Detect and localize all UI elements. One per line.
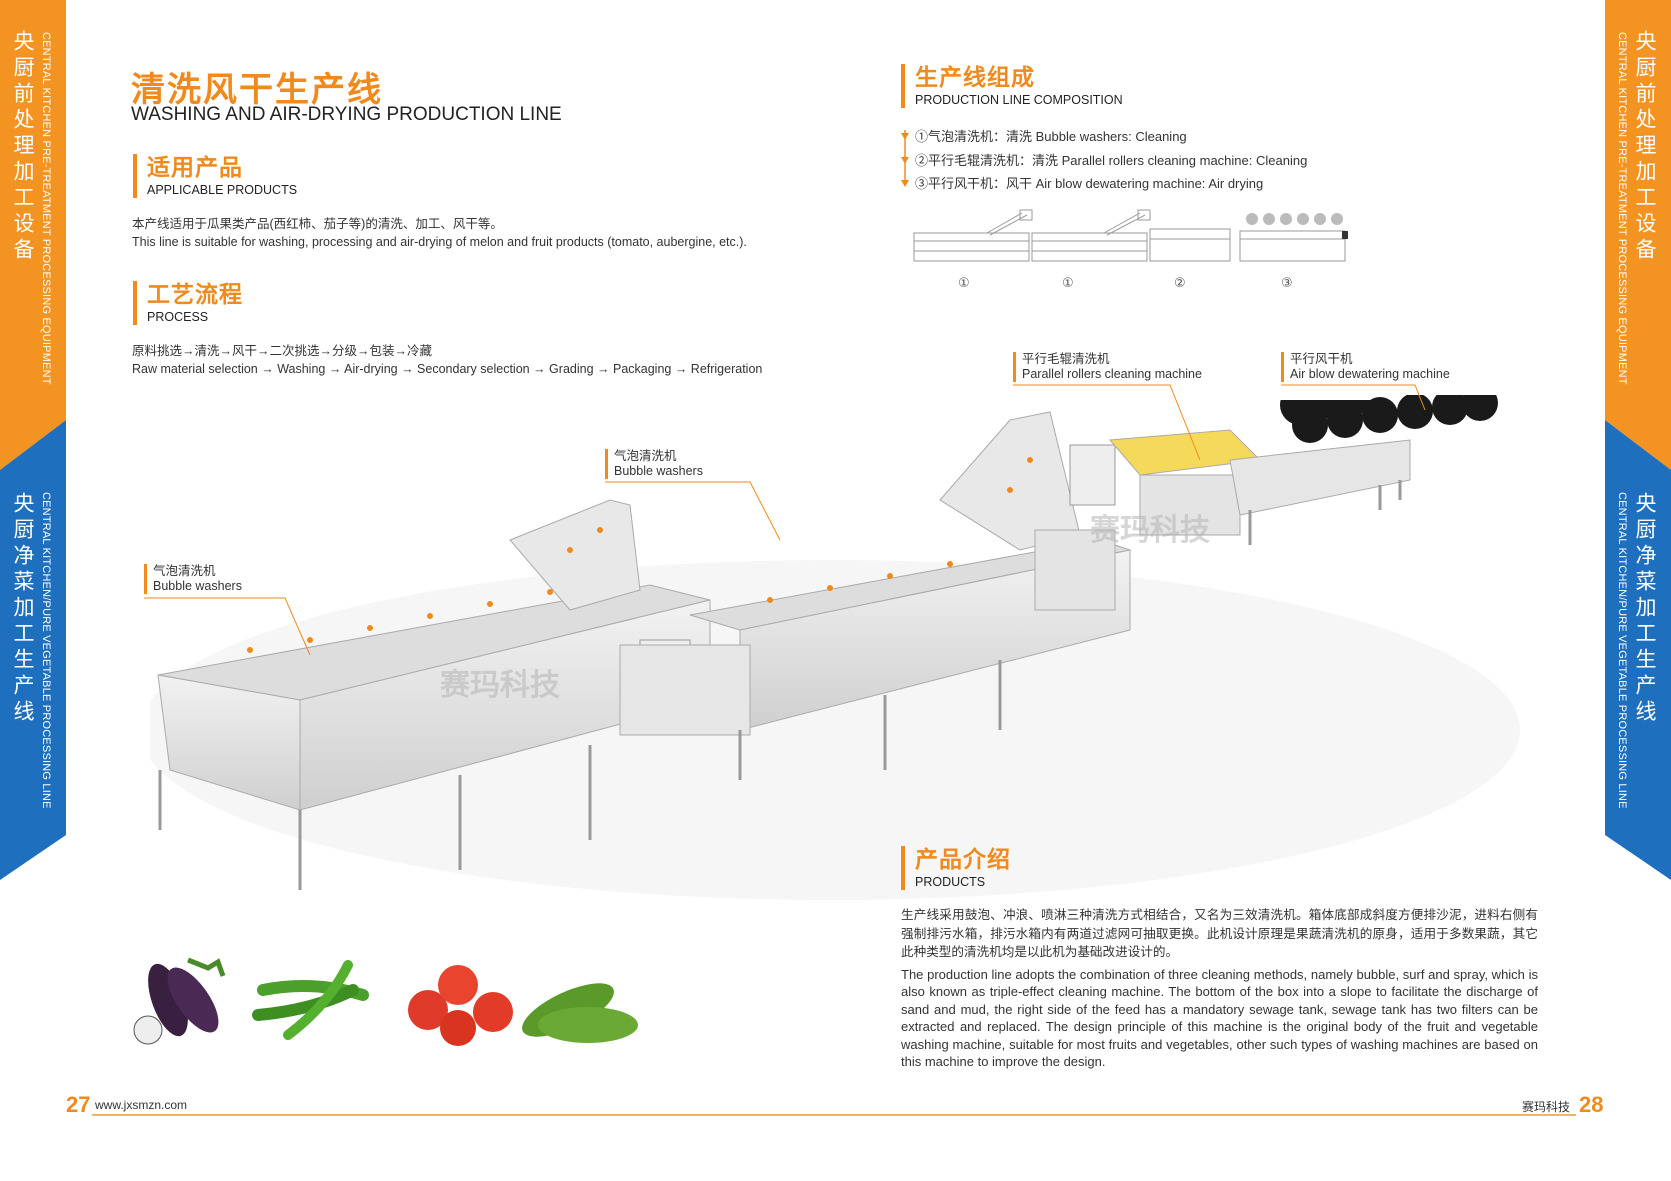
- process-heading: 工艺流程 PROCESS: [133, 281, 243, 325]
- right-band-top-cn: 央厨前处理加工设备: [1633, 30, 1657, 264]
- right-band-bottom-en: CENTRAL KITCHEN/PURE VEGETABLE PROCESSIN…: [1616, 492, 1628, 809]
- callout-cn: 平行风干机: [1290, 352, 1353, 366]
- callout-en: Bubble washers: [153, 579, 242, 593]
- applicable-text-cn: 本产线适用于瓜果类产品(西红柿、茄子等)的清洗、加工、风干等。: [132, 217, 503, 231]
- process-heading-cn: 工艺流程: [147, 282, 243, 308]
- composition-item: ②平行毛辊清洗机：清洗 Parallel rollers cleaning ma…: [915, 153, 1308, 168]
- applicable-heading-cn: 适用产品: [147, 155, 243, 181]
- composition-item: ③平行风干机：风干 Air blow dewatering machine: A…: [915, 176, 1264, 191]
- left-band-bottom-en: CENTRAL KITCHEN/PURE VEGETABLE PROCESSIN…: [40, 492, 52, 809]
- left-band-bottom-cn: 央厨净菜加工生产线: [11, 492, 35, 726]
- cucumber-image: [522, 983, 638, 1043]
- composition-heading: 生产线组成 PRODUCTION LINE COMPOSITION: [901, 64, 1123, 108]
- products-heading-cn: 产品介绍: [915, 847, 1011, 873]
- callout-en: Air blow dewatering machine: [1290, 367, 1450, 381]
- applicable-heading-en: APPLICABLE PRODUCTS: [147, 183, 298, 197]
- composition-heading-cn: 生产线组成: [915, 65, 1035, 91]
- applicable-heading: 适用产品 APPLICABLE PRODUCTS: [133, 154, 297, 198]
- products-heading: 产品介绍 PRODUCTS: [901, 846, 1011, 890]
- right-band-top-en: CENTRAL KITCHEN PRE-TREATMENT PROCESSING…: [1616, 32, 1628, 385]
- right-band-bottom-cn: 央厨净菜加工生产线: [1633, 492, 1657, 726]
- schematic-number: ③: [1281, 276, 1293, 291]
- schematic-number: ①: [958, 276, 970, 291]
- watermark: 赛玛科技: [1090, 513, 1210, 548]
- callout-en: Parallel rollers cleaning machine: [1022, 367, 1202, 381]
- left-band-top-en: CENTRAL KITCHEN PRE-TREATMENT PROCESSING…: [40, 32, 52, 385]
- left-side-band: [0, 0, 66, 880]
- schematic-number: ①: [1062, 276, 1074, 291]
- page-title: 清洗风干生产线: [131, 70, 383, 110]
- page-number-right: 28: [1579, 1092, 1604, 1117]
- green-pepper-image: [252, 960, 369, 1040]
- left-band-top-cn: 央厨前处理加工设备: [11, 30, 35, 264]
- production-line-illustration: [150, 400, 1520, 900]
- footer-divider: [92, 1114, 1576, 1116]
- composition-heading-en: PRODUCTION LINE COMPOSITION: [915, 93, 1123, 107]
- right-side-band: [1605, 0, 1671, 880]
- process-text-en: Raw material selection → Washing → Air-d…: [132, 362, 763, 376]
- website-link[interactable]: www.jxsmzn.com: [95, 1098, 188, 1112]
- products-heading-en: PRODUCTS: [915, 875, 986, 889]
- dryer-fans: [1292, 395, 1498, 443]
- callout-cn: 气泡清洗机: [614, 449, 677, 463]
- process-text-cn: 原料挑选→清洗→风干→二次挑选→分级→包装→冷藏: [132, 344, 433, 358]
- watermark: 赛玛科技: [440, 668, 560, 703]
- eggplant-image: [133, 957, 226, 1045]
- vegetable-photos: [133, 957, 638, 1046]
- callout-en: Bubble washers: [614, 464, 703, 478]
- applicable-text-en: This line is suitable for washing, proce…: [132, 235, 747, 249]
- line-schematic: [913, 209, 1348, 262]
- process-heading-en: PROCESS: [147, 310, 209, 324]
- callout-cn: 平行毛辊清洗机: [1022, 352, 1110, 366]
- products-description: 生产线采用鼓泡、冲浪、喷淋三种清洗方式相结合，又名为三效清洗机。箱体底部成斜度方…: [901, 906, 1538, 1071]
- page-title-en: WASHING AND AIR-DRYING PRODUCTION LINE: [131, 104, 562, 125]
- tomato-image: [408, 965, 513, 1046]
- flow-arrow-icon: [901, 130, 909, 187]
- composition-item: ①气泡清洗机：清洗 Bubble washers: Cleaning: [915, 129, 1187, 144]
- schematic-number: ②: [1174, 276, 1186, 291]
- products-text-en: The production line adopts the combinati…: [901, 966, 1538, 1070]
- products-text-cn: 生产线采用鼓泡、冲浪、喷淋三种清洗方式相结合，又名为三效清洗机。箱体底部成斜度方…: [901, 908, 1538, 960]
- page-number-left: 27: [66, 1092, 91, 1117]
- footer-brand: 赛玛科技: [1522, 1100, 1571, 1114]
- callout-cn: 气泡清洗机: [153, 564, 216, 578]
